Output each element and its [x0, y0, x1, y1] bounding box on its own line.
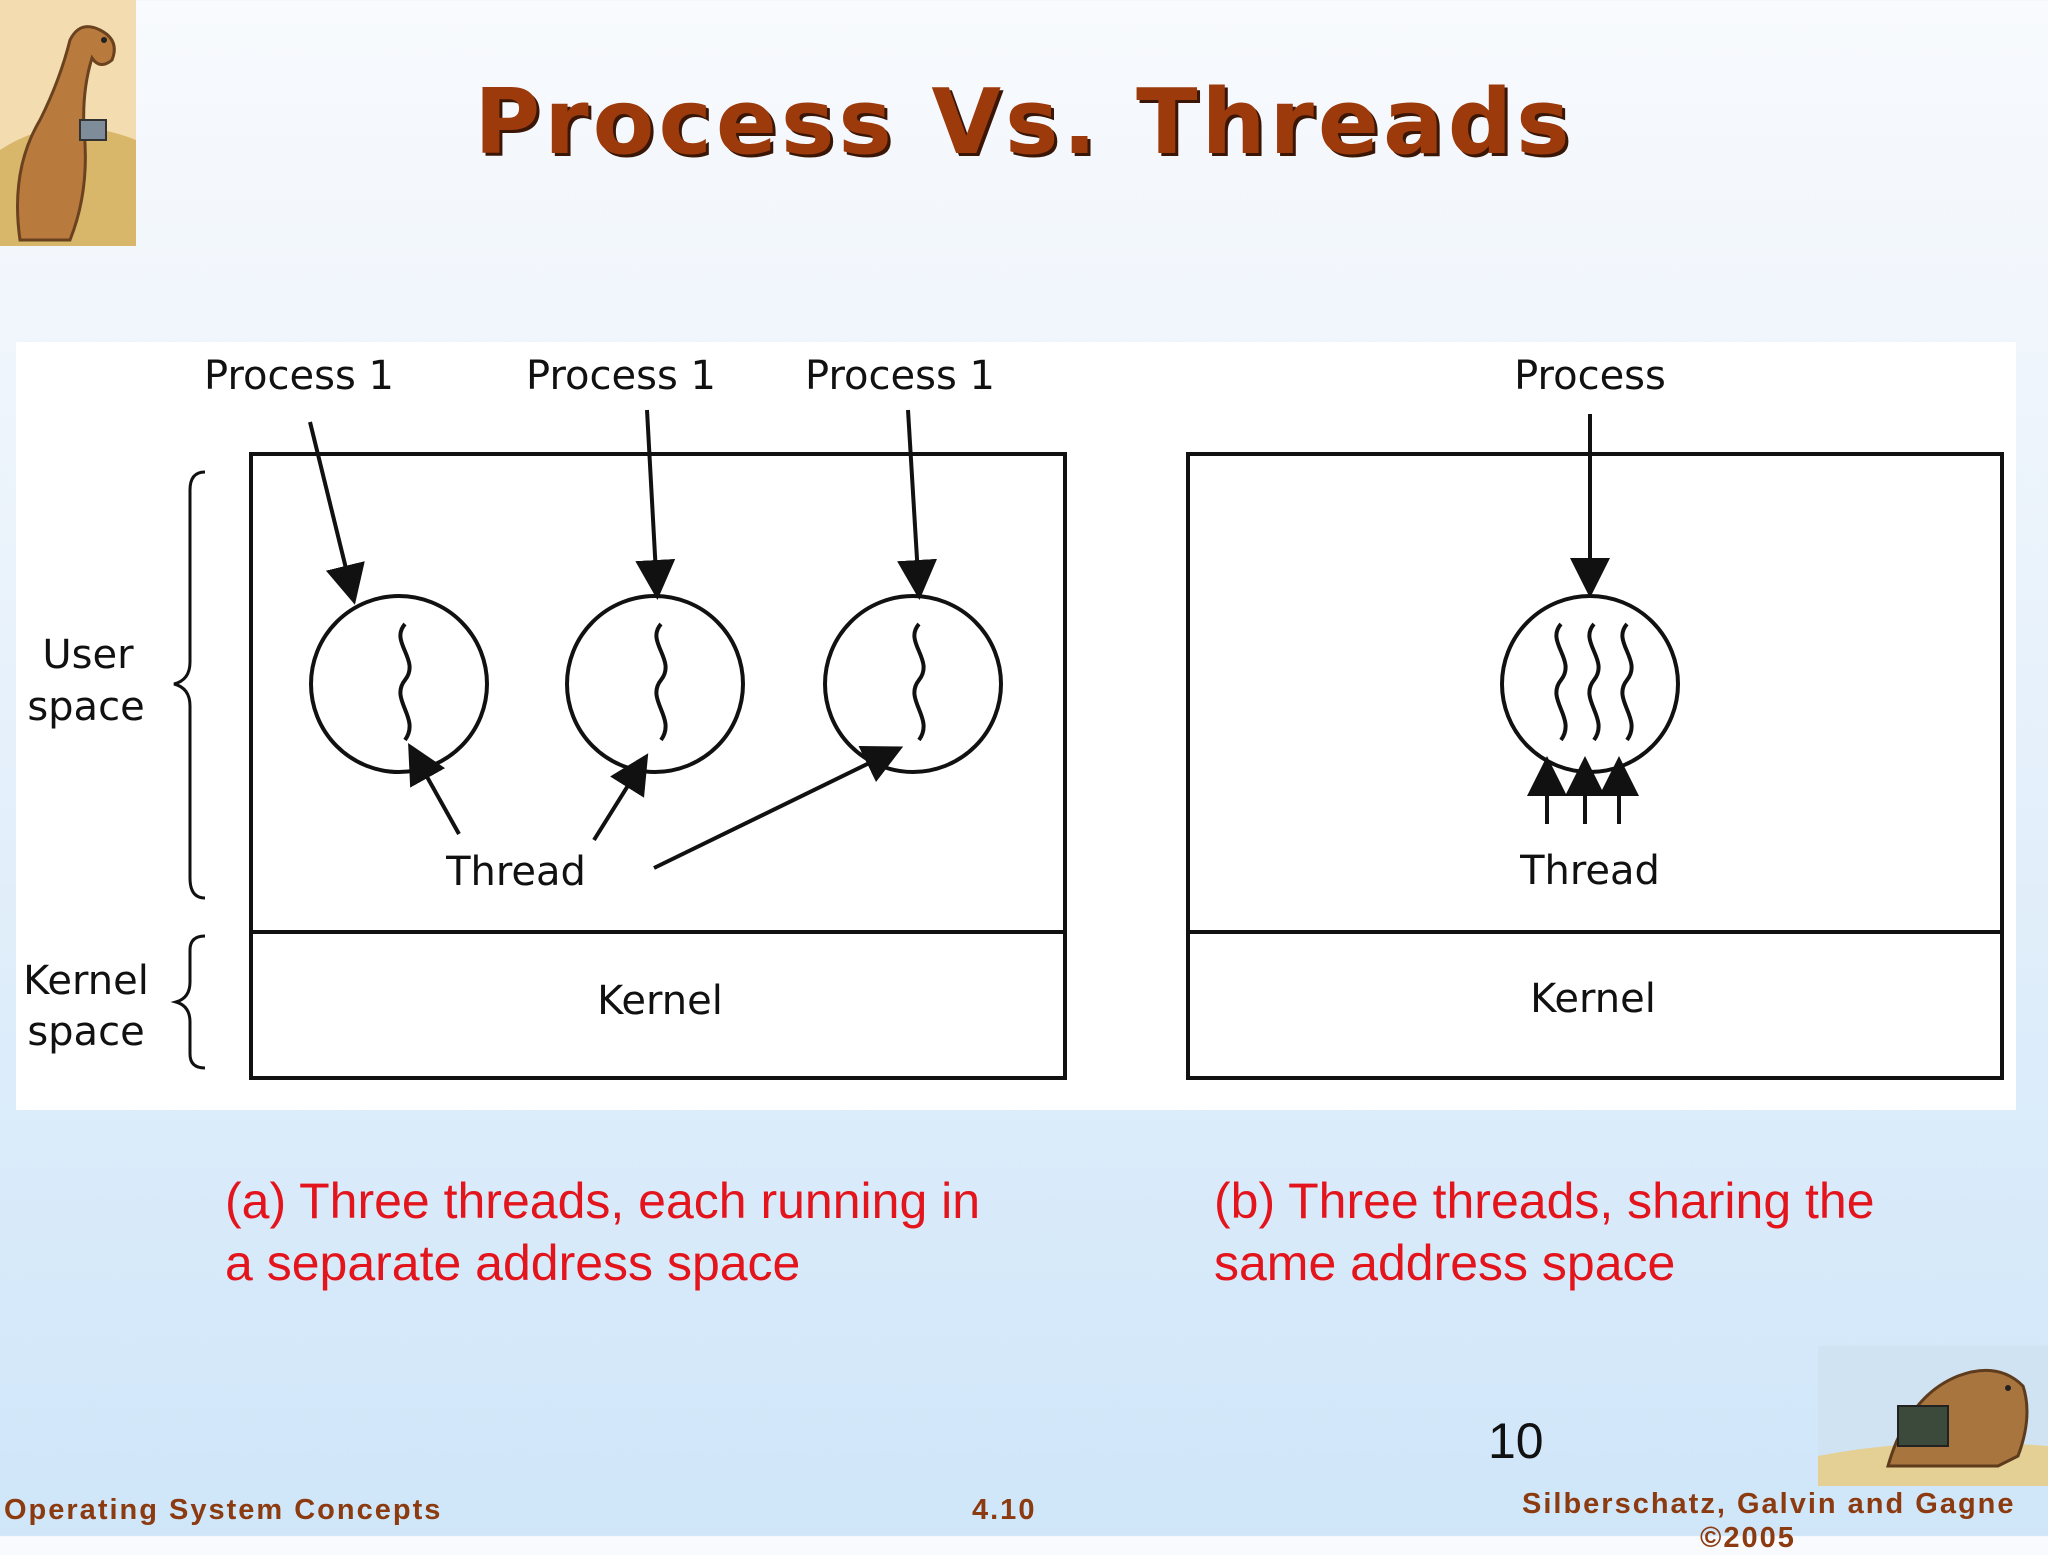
page-number: 10: [1488, 1413, 1544, 1469]
thread-label-a: Thread: [445, 849, 586, 895]
process-label-3: Process 1: [805, 353, 995, 399]
thread-squiggle-shared-1: [1554, 622, 1568, 742]
footer-authors: Silberschatz, Galvin and Gagne: [1522, 1488, 2016, 1520]
diagram-background: [16, 342, 2016, 1110]
kernel-box-a: [249, 930, 1067, 1080]
thread-squiggle-1: [398, 622, 412, 742]
thread-squiggle-3: [912, 622, 926, 742]
kernel-box-b: [1186, 930, 2004, 1080]
caption-b: (b) Three threads, sharing the same addr…: [1214, 1173, 1875, 1291]
user-space-label-line2: space: [27, 684, 144, 730]
kernel-label-a: Kernel: [597, 978, 723, 1024]
process-circle-1: [309, 594, 489, 774]
process-label-single: Process: [1514, 353, 1666, 399]
footer-book-title: Operating System Concepts: [4, 1494, 443, 1526]
process-arrow-3: [897, 409, 938, 600]
thread-arrow-3: [653, 746, 904, 870]
process-vs-threads-diagram: Process 1 Process 1 Process 1 Kernel Use…: [16, 342, 2016, 1110]
thread-squiggle-2: [654, 622, 668, 742]
process-arrow-2: [635, 409, 676, 600]
kernel-label-b: Kernel: [1530, 976, 1656, 1022]
user-space-label-line1: User: [42, 632, 134, 678]
kernel-space-label-line2: space: [27, 1009, 144, 1055]
thread-arrow-2: [592, 753, 649, 842]
footer-slide-number: 4.10: [972, 1494, 1037, 1526]
slide-title: Process Vs. Threads: [474, 70, 1574, 175]
footer-copyright: ©2005: [1700, 1522, 1796, 1554]
dinosaur-illustration-top: [0, 0, 136, 246]
process-label-1: Process 1: [204, 353, 394, 399]
kernel-space-label-line1: Kernel: [23, 958, 149, 1004]
dinosaur-illustration-bottom: [1818, 1346, 2048, 1486]
caption-a: (a) Three threads, each running in a sep…: [225, 1173, 981, 1291]
user-space-brace: [173, 470, 206, 900]
thread-squiggle-shared-3: [1620, 622, 1634, 742]
process-label-2: Process 1: [526, 353, 716, 399]
thread-arrow-1: [408, 743, 461, 835]
kernel-space-brace: [170, 934, 206, 1070]
process-arrow-1: [308, 421, 365, 605]
thread-squiggle-shared-2: [1587, 622, 1601, 742]
thread-label-b: Thread: [1519, 848, 1660, 894]
